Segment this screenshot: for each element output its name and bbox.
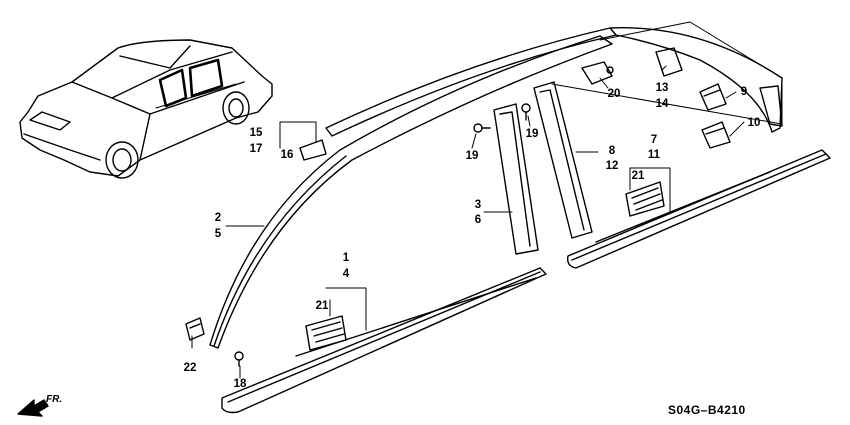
callout-11: 11 (647, 149, 661, 161)
callout-21-rear: 21 (631, 170, 645, 182)
clip-16 (299, 139, 327, 161)
window-frame-molding (209, 35, 613, 349)
callout-20: 20 (607, 88, 621, 100)
callout-2: 2 (214, 212, 222, 224)
callout-5: 5 (214, 228, 222, 240)
callout-1: 1 (342, 252, 350, 264)
clip-13-14 (655, 47, 683, 77)
callout-22: 22 (183, 362, 197, 374)
clip-10 (701, 121, 731, 149)
direction-label: FR. (46, 394, 63, 405)
clip-9 (699, 83, 727, 111)
callout-17: 17 (249, 143, 263, 155)
assembly-outline (551, 21, 783, 125)
front-door-molding (221, 267, 547, 414)
screw-19-left (473, 123, 491, 133)
car-overview-illustration (19, 39, 273, 179)
callout-10: 10 (747, 117, 761, 129)
callout-3: 3 (474, 199, 482, 211)
clip-21-front (305, 315, 347, 351)
callout-21-front: 21 (315, 300, 329, 312)
clip-20 (581, 61, 614, 85)
clip-22 (185, 317, 205, 341)
callout-6: 6 (474, 214, 482, 226)
callout-19-right: 19 (525, 128, 539, 140)
callout-13: 13 (655, 82, 669, 94)
pillar-garnish-rear (533, 81, 593, 239)
callout-14: 14 (655, 98, 669, 110)
leader-lines (191, 65, 745, 379)
front-direction-arrow (17, 399, 49, 417)
callout-9: 9 (740, 86, 748, 98)
screw-19-right (521, 103, 531, 121)
diagram-code: S04G–B4210 (668, 403, 746, 417)
callout-19-left: 19 (465, 150, 479, 162)
callout-12: 12 (605, 160, 619, 172)
callout-8: 8 (608, 145, 616, 157)
callout-4: 4 (342, 268, 350, 280)
callout-7: 7 (650, 134, 658, 146)
callout-15: 15 (249, 127, 263, 139)
callout-16: 16 (280, 149, 294, 161)
callout-18: 18 (233, 378, 247, 390)
clip-21-rear (625, 181, 665, 217)
screw-18 (234, 351, 244, 367)
pillar-garnish-front (493, 103, 539, 255)
rear-door-molding (566, 149, 831, 269)
